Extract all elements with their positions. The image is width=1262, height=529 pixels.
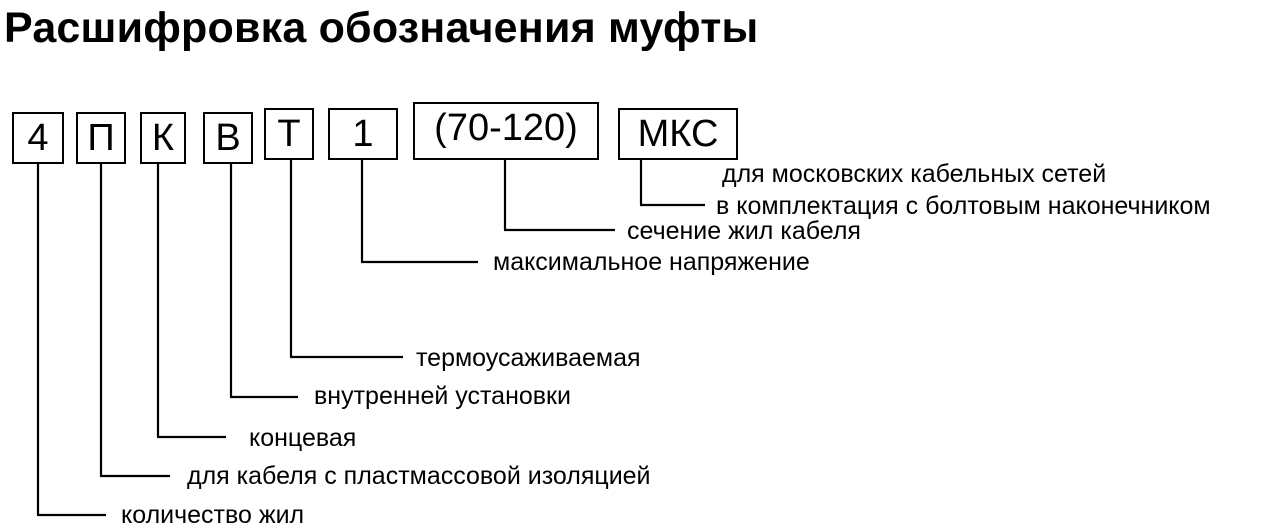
label-moscow-networks: для московских кабельных сетей (722, 160, 1107, 188)
label-heat-shrink: термоусаживаемая (416, 344, 641, 372)
label-indoor-installation: внутренней установки (314, 382, 571, 410)
label-bolt-lug: в комплектация с болтовым наконечником (716, 192, 1211, 220)
code-box-k: К (140, 112, 186, 164)
label-conductor-section: сечение жил кабеля (627, 217, 861, 245)
code-box-section: (70-120) (413, 102, 599, 160)
label-max-voltage: максимальное напряжение (493, 248, 810, 276)
code-box-p: П (76, 112, 126, 164)
code-box-v: В (203, 112, 253, 164)
code-box-4: 4 (12, 112, 64, 164)
label-plastic-insulation: для кабеля с пластмассовой изоляцией (187, 462, 651, 490)
diagram-title: Расшифровка обозначения муфты (4, 4, 759, 52)
label-core-count: количество жил (121, 501, 305, 529)
code-box-1: 1 (328, 108, 398, 160)
label-termination: концевая (249, 424, 357, 452)
code-box-t: Т (264, 108, 314, 160)
code-box-mks: МКС (618, 108, 738, 160)
